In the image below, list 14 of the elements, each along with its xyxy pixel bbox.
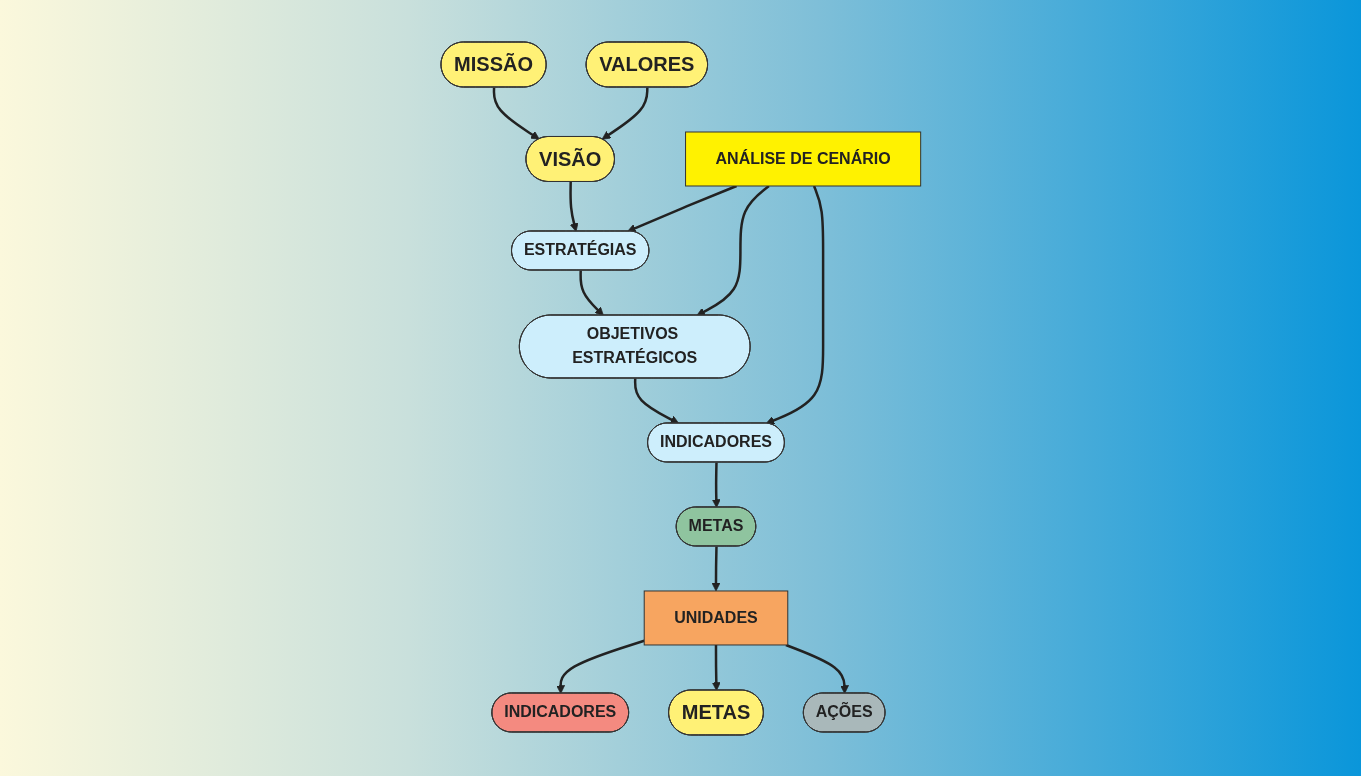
arrow <box>601 87 649 140</box>
arrow <box>711 545 721 591</box>
arrow <box>765 185 824 425</box>
node-box: UNIDADES <box>643 590 788 645</box>
arrow <box>555 639 645 694</box>
arrow <box>696 184 770 316</box>
arrow <box>492 87 540 140</box>
arrow <box>633 377 679 424</box>
arrow <box>785 643 849 694</box>
node-box: ANÁLISE DE CENÁRIO <box>684 131 921 186</box>
arrow <box>579 270 604 316</box>
arrow <box>568 181 578 232</box>
arrow <box>711 461 721 508</box>
arrow <box>711 644 721 691</box>
